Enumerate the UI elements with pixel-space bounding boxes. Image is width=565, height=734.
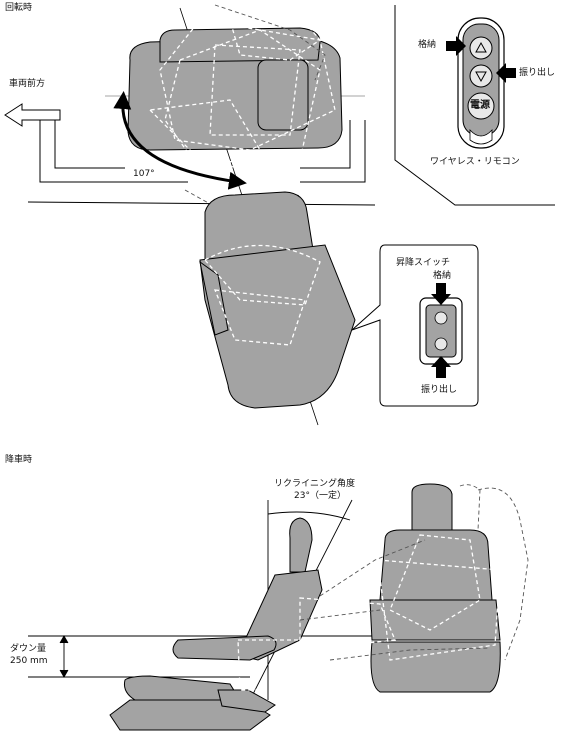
lift-switch-swing-out-button[interactable] xyxy=(434,337,448,351)
rotation-angle-value: 107° xyxy=(133,169,155,179)
remote-swing-out-label: 振り出し xyxy=(519,68,556,78)
stow-triangle-icon xyxy=(475,41,487,53)
remote-stow-arrow xyxy=(446,36,466,56)
remote-caption: ワイヤレス・リモコン xyxy=(430,157,520,167)
lift-switch-swing-out-arrow xyxy=(431,356,451,378)
lift-switch-stow-button[interactable] xyxy=(434,311,448,325)
recline-angle-label: リクライニング角度 xyxy=(274,479,356,489)
seat-swung-out-dashed xyxy=(203,244,321,346)
remote-swing-out-button[interactable] xyxy=(469,64,493,88)
down-amount-value: 250 mm xyxy=(10,656,48,666)
lift-switch xyxy=(419,297,463,365)
lift-switch-title: 昇降スイッチ xyxy=(396,258,451,268)
seat-swung-out-position xyxy=(199,191,356,409)
seat-lowering-outlines xyxy=(237,534,501,691)
section-heading-lowering: 降車時 xyxy=(5,455,33,465)
seat-front-view xyxy=(369,483,501,693)
vehicle-front-label: 車両前方 xyxy=(9,79,46,89)
lift-switch-swing-out-label: 振り出し xyxy=(421,385,458,395)
remote-stow-label: 格納 xyxy=(418,40,437,50)
seat-lowered-side-view xyxy=(109,517,323,731)
remote-callout-frame xyxy=(394,5,555,206)
remote-power-button[interactable] xyxy=(467,92,495,120)
lift-switch-stow-arrow xyxy=(431,283,451,305)
remote-power-label: 電源 xyxy=(470,100,490,111)
rotation-arc-arrow xyxy=(113,91,247,190)
vehicle-front-arrow xyxy=(4,103,61,127)
recline-angle-value: 23°（一定） xyxy=(294,491,346,501)
down-amount-label: ダウン量 xyxy=(10,644,47,654)
swing-out-triangle-icon xyxy=(475,71,487,83)
seat-lowering-outlines-dark xyxy=(299,484,529,661)
section-heading-rotation: 回転時 xyxy=(5,3,33,13)
remote-stow-button[interactable] xyxy=(469,36,493,60)
lift-switch-stow-label: 格納 xyxy=(433,271,452,281)
remote-swing-out-arrow xyxy=(496,63,516,83)
